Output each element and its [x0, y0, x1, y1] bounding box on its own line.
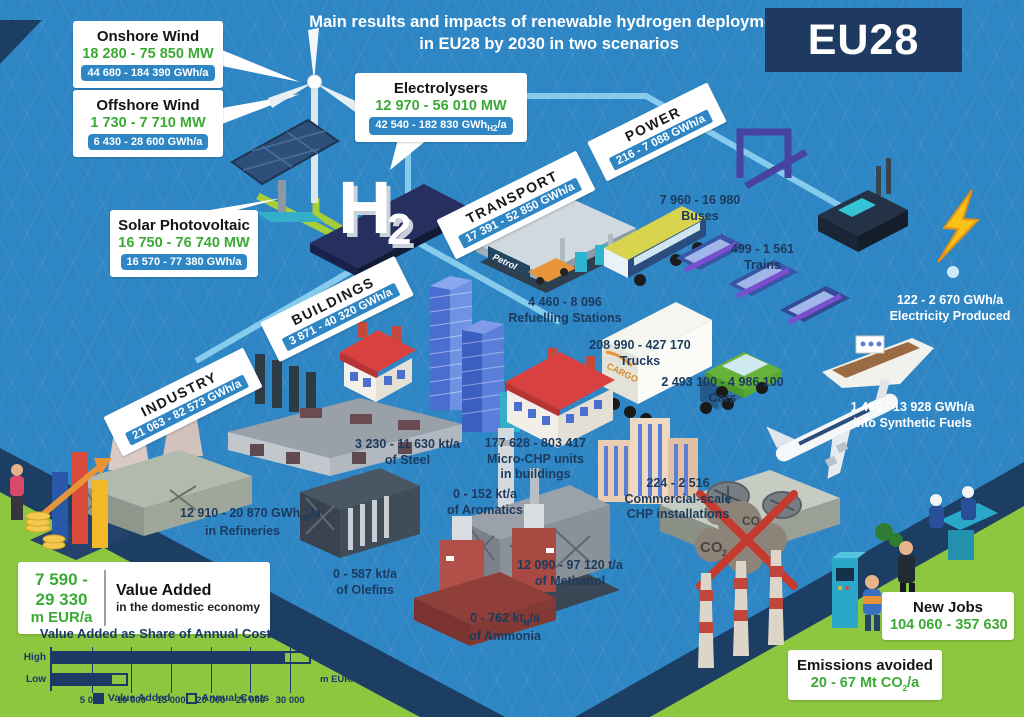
chart-tick	[131, 647, 133, 693]
technicians-icon	[875, 486, 998, 601]
chart-tick	[210, 647, 212, 693]
svg-text:2: 2	[391, 209, 415, 258]
factory-icon	[228, 354, 462, 476]
chart-tick-label: 15 000	[156, 695, 186, 706]
chart-tick	[91, 647, 93, 693]
value-added-box: 7 590 - 29 330 m EUR/a Value Added in th…	[18, 562, 270, 635]
offshore-wind-energy: 6 430 - 28 600 GWh/a	[87, 134, 209, 150]
house-icon	[340, 322, 416, 402]
refineries-callout: 12 910 - 20 870 GWhH2/a in Refineries	[180, 506, 321, 538]
plane-icon	[766, 379, 898, 479]
svg-text:2: 2	[722, 548, 727, 558]
chart-tick	[290, 647, 292, 693]
power-grid-icon	[736, 128, 808, 190]
value-added-bar	[52, 673, 113, 686]
electrolysers-callout: Electrolysers 12 970 - 56 010 MW 42 540 …	[355, 73, 527, 143]
chart-row-label: Low	[26, 674, 46, 685]
electrolysers-title: Electrolysers	[393, 80, 489, 97]
train-icon	[676, 231, 850, 325]
electrolysers-energy: 42 540 - 182 830 GWhH2/a	[369, 117, 513, 136]
chart-tick-label: 30 000	[275, 695, 305, 706]
value-added-amount: 7 590 - 29 330 m EUR/a	[28, 570, 106, 627]
svg-text:2: 2	[387, 205, 411, 254]
emissions-smokestacks-icon: CO 2 CO 2	[695, 490, 798, 668]
offshore-wind-callout: Offshore Wind 1 730 - 7 710 MW 6 430 - 2…	[73, 90, 223, 157]
chart-axis-unit: m EUR/a	[320, 674, 360, 685]
chart-tick-label: 20 000	[196, 695, 226, 706]
emissions-avoided-box: Emissions avoided 20 - 67 Mt CO2/a	[788, 650, 942, 700]
svg-text:CO: CO	[700, 539, 723, 556]
solar-pv-energy: 16 570 - 77 380 GWh/a	[120, 254, 248, 270]
onshore-wind-title: Onshore Wind	[96, 28, 200, 45]
chart-tick	[171, 647, 173, 693]
chart-legend: Value Added Annual Costs	[50, 692, 312, 704]
hydrogen-dispenser-icon	[832, 552, 866, 628]
refuelling-station-icon: Petrol	[476, 198, 648, 293]
worker-icon	[863, 575, 881, 631]
value-added-bar	[52, 651, 285, 664]
lightning-icon	[937, 189, 981, 278]
region-badge: EU28	[765, 8, 962, 72]
chart-tick-label: 5 000	[79, 695, 104, 706]
value-added-title: Value Added	[115, 582, 212, 600]
value-added-subtitle: in the domestic economy	[115, 600, 260, 615]
chart-tick-label: 10 000	[116, 695, 146, 706]
solar-pv-callout: Solar Photovoltaic 16 750 - 76 740 MW 16…	[110, 210, 258, 277]
methanol-plant-icon	[414, 504, 556, 646]
legend-swatch-annual-costs	[186, 692, 198, 704]
offshore-wind-capacity: 1 730 - 7 710 MW	[90, 115, 206, 131]
onshore-wind-callout: Onshore Wind 18 280 - 75 850 MW 44 680 -…	[73, 21, 223, 88]
svg-text:H: H	[342, 170, 395, 253]
infographic-title: Main results and impacts of renewable hy…	[309, 13, 789, 53]
svg-text:H: H	[338, 166, 391, 249]
onshore-wind-capacity: 18 280 - 75 850 MW	[82, 46, 214, 62]
money-chart-icon	[10, 452, 134, 560]
offshore-wind-title: Offshore Wind	[96, 97, 200, 114]
new-jobs-box: New Jobs 104 060 - 357 630	[882, 592, 1014, 640]
chart-tick	[250, 647, 252, 693]
apartment-building-icon	[505, 348, 615, 448]
chart-row-label: High	[23, 652, 46, 663]
svg-text:CO: CO	[742, 514, 760, 528]
ammonia-callout: 0 - 762 ktN/a of Ammonia	[469, 611, 541, 643]
chart-tick-label: 25 000	[235, 695, 266, 706]
chart-title: Value Added as Share of Annual Costs	[39, 626, 279, 641]
navy-corner-accent	[0, 20, 42, 64]
hydrogen-platform-icon: H H 2 2	[310, 166, 472, 277]
onshore-wind-energy: 44 680 - 184 390 GWh/a	[81, 65, 215, 81]
navy-band-right	[575, 462, 1024, 717]
bus-icon	[604, 206, 706, 286]
solar-pv-title: Solar Photovoltaic	[118, 217, 250, 234]
chp-building-icon	[598, 418, 698, 504]
solar-panel-icon	[230, 118, 340, 222]
olefins-plant-icon	[300, 468, 420, 558]
electrolysers-capacity: 12 970 - 56 010 MW	[375, 98, 507, 114]
boat-icon	[822, 335, 934, 388]
legend-swatch-value-added	[92, 692, 104, 704]
power-station-icon	[818, 158, 908, 252]
solar-pv-capacity: 16 750 - 76 740 MW	[118, 235, 250, 251]
value-added-chart: Value Added as Share of Annual Costs 5 0…	[14, 626, 364, 706]
car-icon	[706, 352, 782, 398]
